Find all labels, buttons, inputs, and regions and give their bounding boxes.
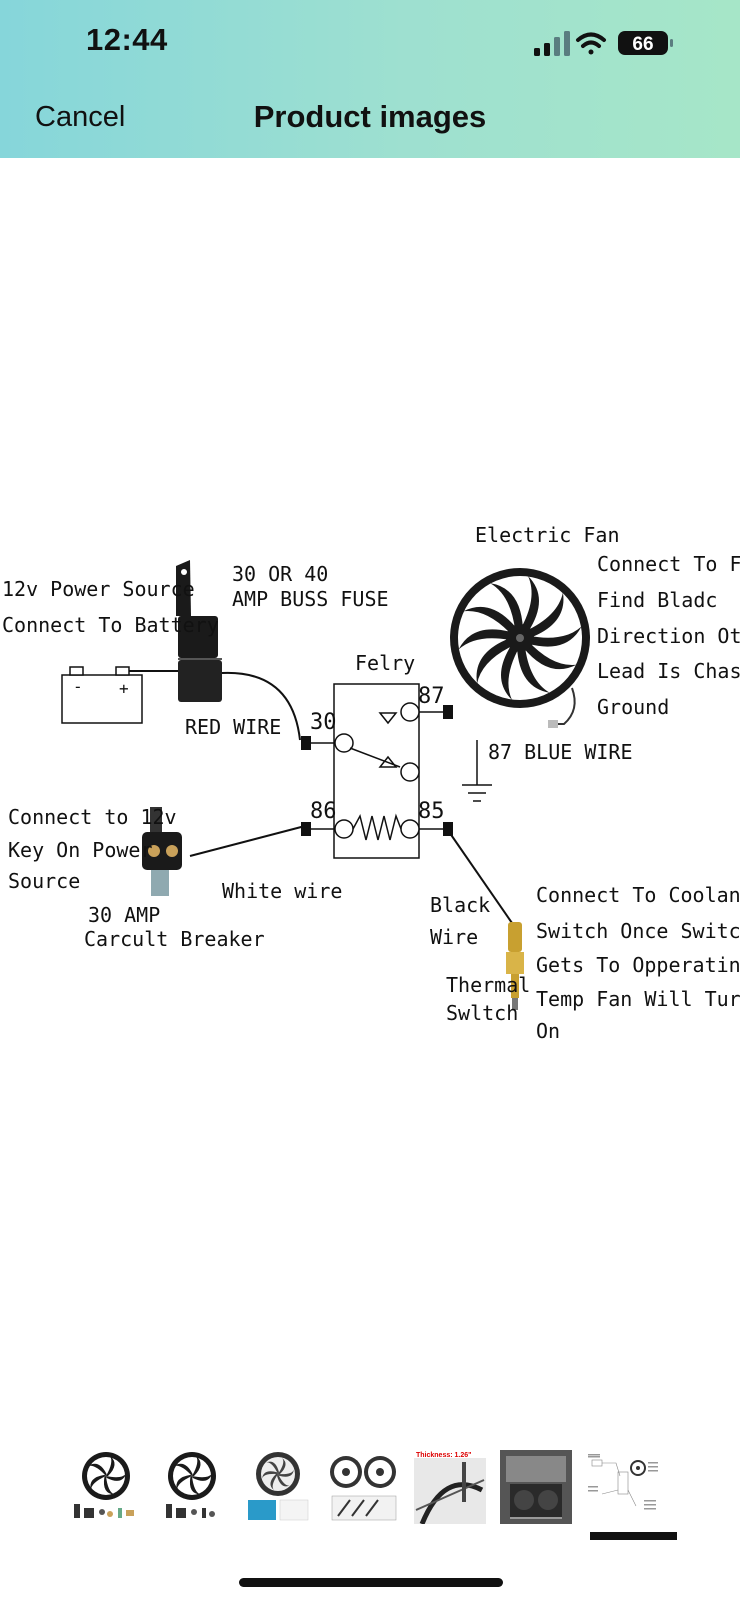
svg-text:-: - bbox=[73, 677, 83, 696]
svg-text:Swltch: Swltch bbox=[446, 1001, 518, 1025]
svg-text:Ground: Ground bbox=[597, 695, 669, 719]
thumbnail-4[interactable] bbox=[328, 1450, 400, 1524]
page-title: Product images bbox=[253, 99, 487, 134]
svg-text:Black: Black bbox=[430, 893, 490, 917]
svg-text:12v Power Source: 12v Power Source bbox=[2, 577, 195, 601]
thumbnail-6[interactable] bbox=[500, 1450, 572, 1524]
ground-symbol bbox=[462, 740, 492, 802]
svg-text:Key On Power: Key On Power bbox=[8, 838, 153, 862]
header: 12:44 66 Cancel Product images bbox=[0, 0, 740, 158]
thumbnail-3[interactable] bbox=[242, 1450, 314, 1524]
cancel-button[interactable]: Cancel bbox=[35, 101, 126, 133]
thumbnail-strip: Thickness: 1.26" bbox=[70, 1450, 690, 1540]
wiring-diagram-image[interactable]: - + bbox=[0, 520, 740, 1080]
battery-symbol: - + bbox=[61, 666, 143, 724]
svg-text:Find Bladc: Find Bladc bbox=[597, 588, 717, 612]
thumbnail-5[interactable]: Thickness: 1.26" bbox=[414, 1450, 486, 1525]
battery-level: 66 bbox=[632, 34, 653, 55]
svg-text:Felry: Felry bbox=[355, 651, 415, 675]
svg-text:On: On bbox=[536, 1019, 560, 1043]
svg-text:Switch Once Switch: Switch Once Switch bbox=[536, 919, 740, 943]
thumbnail-2[interactable] bbox=[156, 1450, 228, 1524]
svg-text:AMP BUSS FUSE: AMP BUSS FUSE bbox=[232, 587, 389, 611]
electric-fan-image bbox=[450, 568, 590, 728]
svg-text:Carcult Breaker: Carcult Breaker bbox=[84, 927, 265, 951]
svg-text:30 OR 40: 30 OR 40 bbox=[232, 562, 328, 586]
svg-text:87 BLUE WIRE: 87 BLUE WIRE bbox=[488, 740, 633, 764]
svg-text:30 AMP: 30 AMP bbox=[88, 903, 160, 927]
svg-text:Connect To Battery: Connect To Battery bbox=[2, 613, 219, 637]
svg-text:White wire: White wire bbox=[222, 879, 342, 903]
svg-text:30: 30 bbox=[310, 710, 337, 735]
svg-text:Electric Fan: Electric Fan bbox=[475, 523, 620, 547]
relay-symbol bbox=[310, 683, 445, 859]
thumbnail-caption: Thickness: 1.26" bbox=[416, 1452, 471, 1459]
selected-thumbnail-indicator bbox=[590, 1532, 677, 1540]
svg-text:Wire: Wire bbox=[430, 925, 478, 949]
battery-icon: 66 bbox=[618, 31, 673, 55]
svg-text:Gets To Opperating: Gets To Opperating bbox=[536, 953, 740, 977]
svg-text:Source: Source bbox=[8, 869, 80, 893]
svg-text:86: 86 bbox=[310, 799, 337, 824]
svg-text:Thermal: Thermal bbox=[446, 973, 530, 997]
svg-text:+: + bbox=[119, 679, 129, 698]
status-icons: 66 bbox=[534, 31, 673, 56]
thermal-switch-image bbox=[506, 922, 524, 1010]
status-time: 12:44 bbox=[86, 22, 168, 57]
fuse-block bbox=[176, 560, 222, 702]
svg-text:85: 85 bbox=[418, 799, 445, 824]
svg-text:Temp Fan Will Turn: Temp Fan Will Turn bbox=[536, 987, 740, 1011]
home-indicator[interactable] bbox=[239, 1578, 503, 1587]
thumbnail-1[interactable] bbox=[70, 1450, 142, 1524]
wifi-icon bbox=[576, 32, 606, 55]
svg-text:Direction Other: Direction Other bbox=[597, 624, 740, 648]
svg-text:Connect to 12v: Connect to 12v bbox=[8, 805, 177, 829]
svg-text:87: 87 bbox=[418, 684, 445, 709]
svg-text:RED WIRE: RED WIRE bbox=[185, 715, 281, 739]
circuit-breaker-image bbox=[142, 807, 182, 896]
svg-text:Lead Is Chassis: Lead Is Chassis bbox=[597, 659, 740, 683]
svg-text:Connect To Coolant: Connect To Coolant bbox=[536, 883, 740, 907]
signal-icon bbox=[534, 31, 570, 56]
thumbnail-7[interactable] bbox=[586, 1450, 658, 1524]
svg-text:Connect To Fan: Connect To Fan bbox=[597, 552, 740, 576]
